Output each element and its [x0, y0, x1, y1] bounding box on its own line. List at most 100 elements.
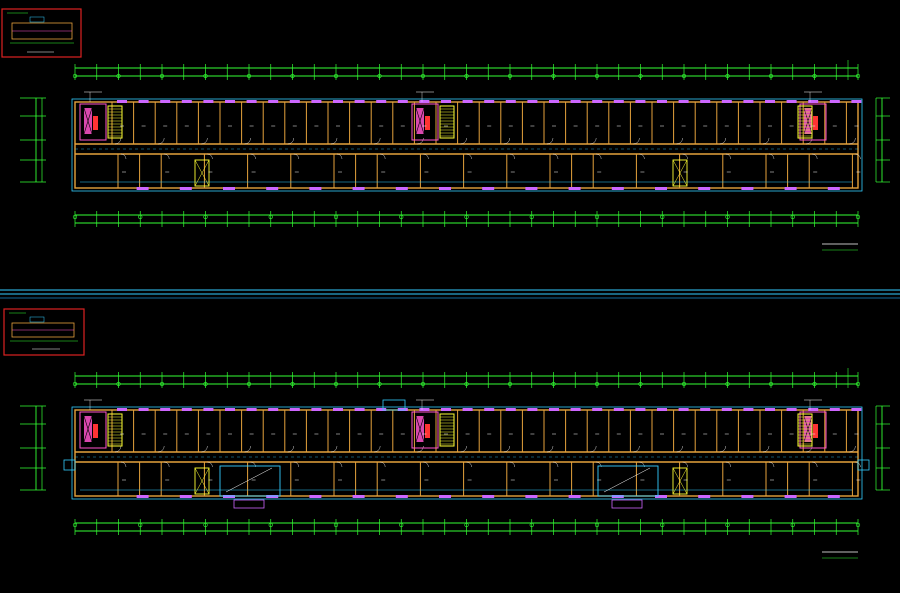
dimension-chain-bottom — [72, 211, 861, 227]
grid-bubble — [594, 214, 600, 220]
door-swing — [120, 153, 127, 160]
floor-plan-lower[interactable] — [20, 368, 890, 559]
door-swing — [762, 445, 770, 453]
stair-core[interactable] — [797, 91, 827, 141]
grid-bubble — [594, 522, 600, 528]
window-south — [309, 187, 322, 190]
door-swing — [380, 153, 386, 160]
elevator-shaft — [79, 411, 107, 449]
door-swing — [287, 445, 294, 453]
service-room — [194, 159, 210, 187]
service-room — [194, 467, 210, 495]
floor-plan-upper[interactable] — [20, 60, 890, 251]
grid-bubble — [464, 214, 469, 220]
door-swing — [725, 461, 731, 468]
window-north — [678, 408, 689, 411]
grid-bubble — [290, 73, 295, 79]
door-swing — [719, 445, 726, 453]
grid-bubble — [268, 214, 273, 220]
building[interactable] — [71, 91, 863, 192]
grid-bubble — [116, 381, 121, 387]
grid-bubble — [203, 522, 208, 528]
grid-bubble — [660, 214, 665, 220]
stair-outline — [107, 413, 123, 447]
stair-outline — [797, 413, 813, 447]
stair-core[interactable] — [797, 399, 827, 449]
window-south — [179, 187, 192, 190]
door-swing — [207, 153, 213, 160]
elevator-cross — [415, 415, 425, 443]
key-plan-lower[interactable] — [3, 308, 85, 356]
window-south — [611, 495, 624, 498]
window-north — [462, 100, 473, 103]
door-swing — [503, 137, 510, 145]
key-plan-upper[interactable] — [1, 8, 82, 58]
window-north — [549, 408, 559, 411]
window-north — [808, 100, 819, 103]
grid-bubble — [594, 73, 600, 79]
dimension-chain-right — [875, 405, 890, 491]
stair-outline — [439, 105, 455, 139]
stair-core[interactable] — [411, 399, 455, 449]
door-swing — [336, 461, 343, 468]
court-tag — [611, 499, 643, 509]
stair-core[interactable] — [411, 91, 455, 141]
service-outline — [194, 467, 210, 495]
window-north — [570, 100, 581, 103]
window-north — [203, 100, 214, 103]
window-south — [352, 495, 365, 498]
window-south — [352, 187, 365, 190]
window-north — [311, 408, 322, 411]
elevator-shaft — [799, 103, 827, 141]
door-swing — [201, 445, 208, 453]
elevator-cross — [83, 415, 93, 443]
door-swing — [250, 153, 256, 160]
window-south — [223, 187, 235, 190]
service-cross — [194, 159, 210, 187]
grid-bubble — [290, 381, 295, 387]
window-north — [160, 100, 171, 103]
window-north — [138, 100, 149, 103]
window-north — [376, 100, 387, 103]
window-south — [439, 187, 451, 190]
window-north — [549, 100, 559, 103]
grid-bubble — [72, 214, 78, 220]
door-swing — [244, 137, 251, 145]
door-swing — [417, 137, 424, 145]
window-north — [268, 408, 279, 411]
window-south — [482, 187, 495, 190]
grid-bubble — [812, 381, 817, 387]
grid-bubble — [551, 73, 556, 79]
grid-bubble — [790, 214, 795, 220]
window-south — [784, 495, 797, 498]
doors — [114, 445, 861, 468]
door-swing — [509, 461, 515, 468]
grid-bubble — [855, 214, 861, 220]
door-swing — [812, 153, 818, 160]
open-court — [597, 465, 659, 509]
fire-hydrant — [93, 424, 98, 438]
window-south — [309, 495, 322, 498]
service-cross — [672, 467, 688, 495]
stair-outline — [107, 105, 123, 139]
building[interactable] — [63, 399, 870, 509]
elevator-shaft — [79, 103, 107, 141]
window-north — [635, 408, 646, 411]
stair-core[interactable] — [79, 91, 123, 141]
window-south — [525, 495, 538, 498]
stair-core[interactable] — [79, 399, 123, 449]
door-swing — [719, 137, 726, 145]
grid-bubble — [203, 214, 208, 220]
grid-bubble — [377, 73, 382, 79]
window-south — [827, 495, 840, 498]
window-south — [655, 187, 667, 190]
door-swing — [374, 137, 381, 145]
grid-bubble — [790, 522, 795, 528]
plan-title-stub — [822, 243, 858, 251]
service-outline — [672, 159, 688, 187]
grid-bubble — [420, 73, 426, 79]
door-swing — [164, 461, 170, 468]
window-north — [289, 100, 300, 103]
window-south — [655, 495, 667, 498]
